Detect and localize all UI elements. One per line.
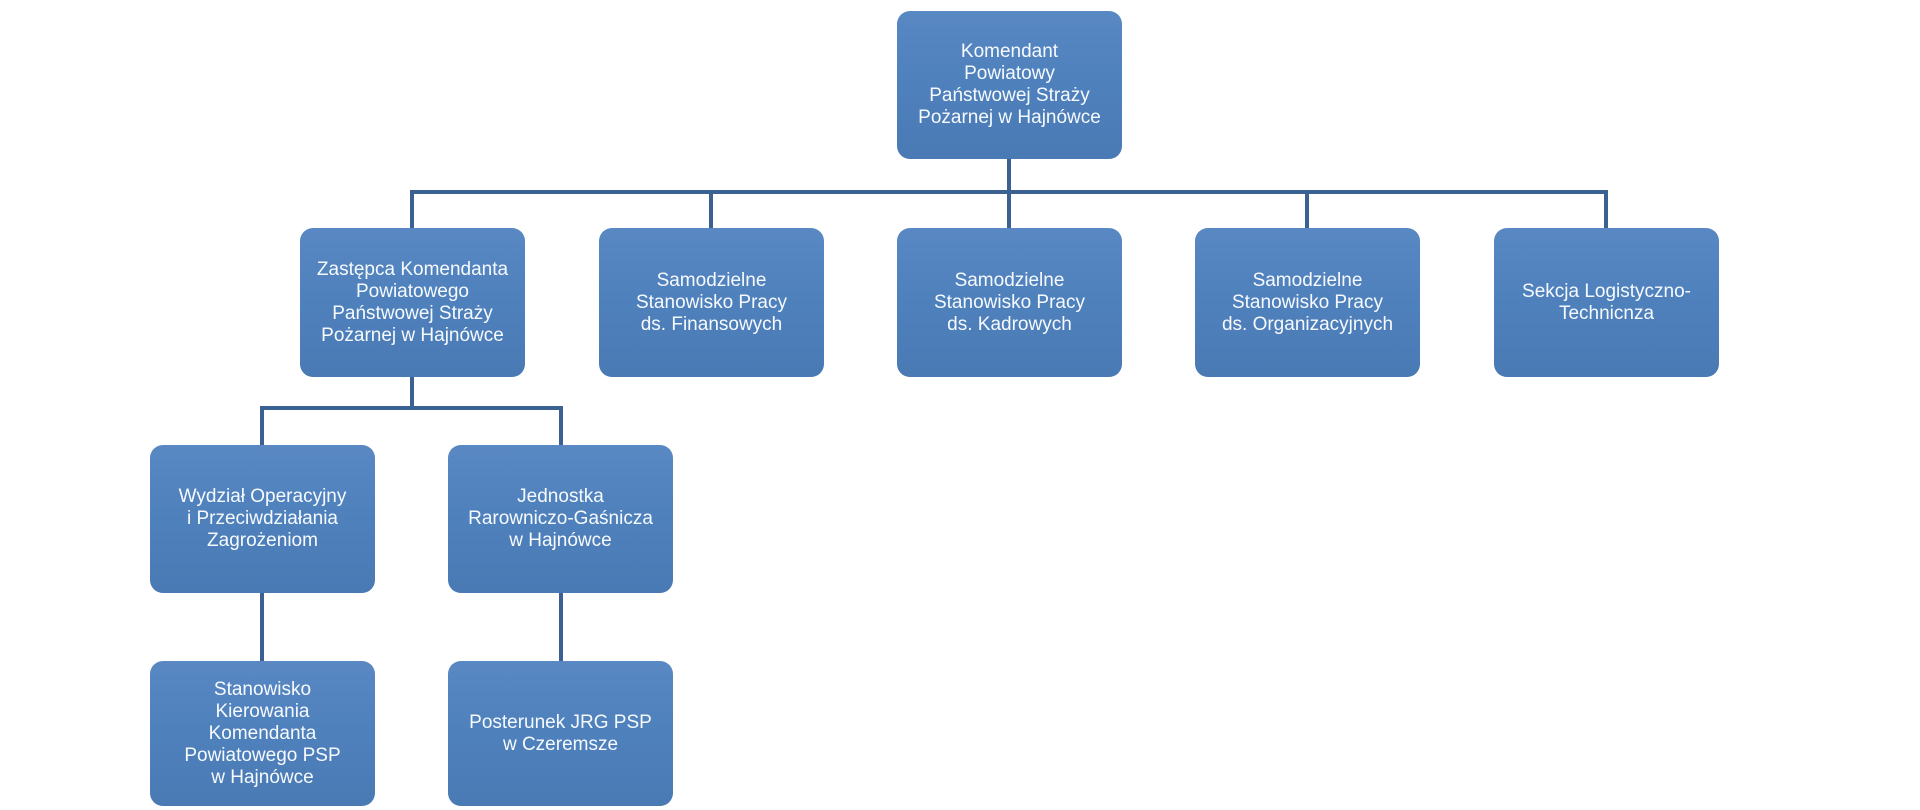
org-node-stanowisko-finansowe: Samodzielne Stanowisko Pracy ds. Finanso… [599, 228, 824, 377]
connector-drop-finansowe [709, 190, 713, 228]
org-node-label: Zastępca Komendanta Powiatowego Państwow… [316, 258, 509, 346]
org-node-label: Posterunek JRG PSP w Czeremsze [469, 711, 652, 755]
org-node-jednostka-ratowniczo-gasnicza: Jednostka Rarowniczo-Gaśnicza w Hajnówce [448, 445, 673, 593]
org-node-komendant-powiatowy: Komendant Powiatowy Państwowej Straży Po… [897, 11, 1122, 159]
org-node-label: Samodzielne Stanowisko Pracy ds. Finanso… [635, 269, 787, 335]
connector-level2-horizontal-bar [410, 190, 1608, 194]
org-node-stanowisko-kierowania: Stanowisko Kierowania Komendanta Powiato… [150, 661, 375, 806]
org-node-label: Samodzielne Stanowisko Pracy ds. Kadrowy… [933, 269, 1085, 335]
org-node-stanowisko-kadrowe: Samodzielne Stanowisko Pracy ds. Kadrowy… [897, 228, 1122, 377]
org-node-label: Wydział Operacyjny i Przeciwdziałania Za… [178, 486, 347, 551]
org-node-label: Samodzielne Stanowisko Pracy ds. Organiz… [1221, 269, 1394, 335]
org-node-label: Sekcja Logistyczno- Technicnza [1522, 280, 1691, 324]
connector-zastepca-stem [410, 377, 414, 410]
connector-root-stem [1007, 159, 1011, 194]
connector-wydzial-stanowisko [260, 593, 264, 661]
org-node-zastepca-komendanta: Zastępca Komendanta Powiatowego Państwow… [300, 228, 525, 377]
org-node-label: Jednostka Rarowniczo-Gaśnicza w Hajnówce [468, 486, 653, 551]
org-node-stanowisko-organizacyjne: Samodzielne Stanowisko Pracy ds. Organiz… [1195, 228, 1420, 377]
org-node-wydzial-operacyjny: Wydział Operacyjny i Przeciwdziałania Za… [150, 445, 375, 593]
connector-level3-horizontal-bar [260, 406, 563, 410]
connector-drop-wydzial [260, 406, 264, 445]
org-node-label: Stanowisko Kierowania Komendanta Powiato… [184, 678, 341, 788]
connector-drop-zastepca [410, 190, 414, 228]
org-node-posterunek-jrg: Posterunek JRG PSP w Czeremsze [448, 661, 673, 806]
connector-drop-jednostka [559, 406, 563, 445]
connector-jednostka-posterunek [559, 593, 563, 661]
org-node-label: Komendant Powiatowy Państwowej Straży Po… [918, 41, 1101, 128]
org-node-sekcja-logistyczno-techniczna: Sekcja Logistyczno- Technicnza [1494, 228, 1719, 377]
connector-drop-sekcja [1604, 190, 1608, 228]
connector-drop-organizacyjne [1305, 190, 1309, 228]
connector-drop-kadrowe [1007, 194, 1011, 228]
